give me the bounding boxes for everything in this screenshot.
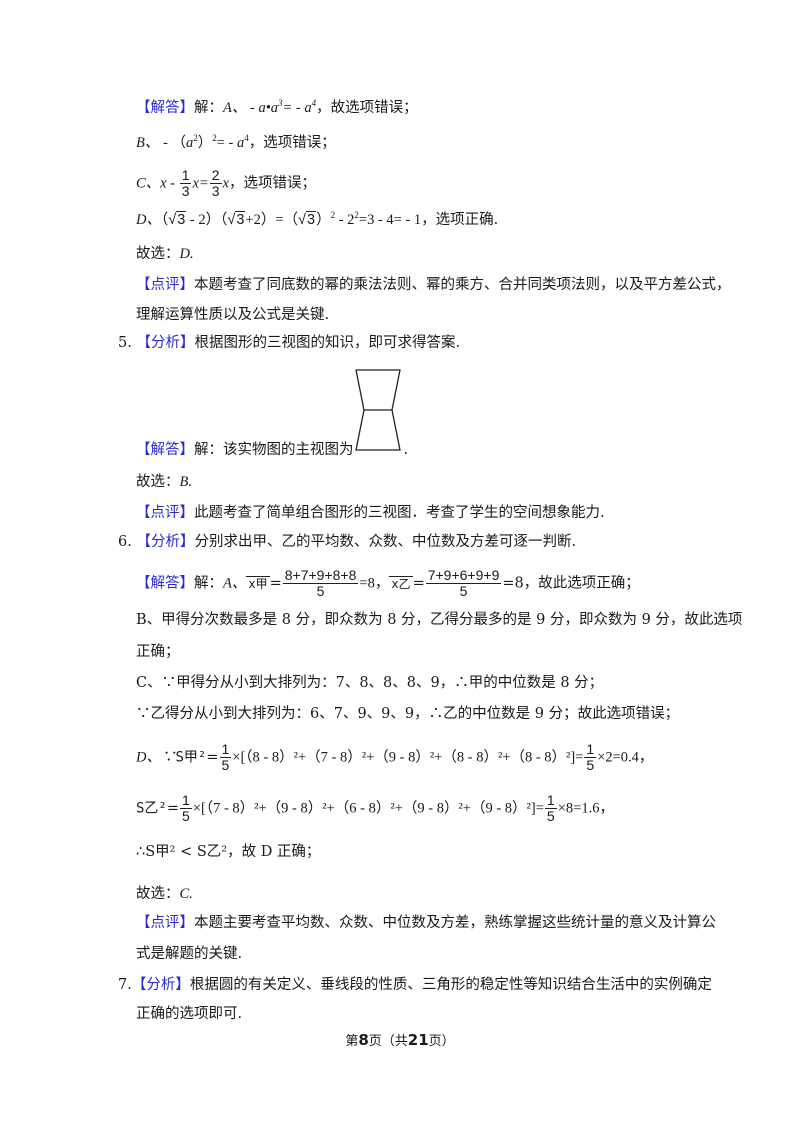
variance-yi-symbol: S乙² — [136, 800, 167, 817]
q6-comment-line1: 【点评】本题主要考查平均数、众数、中位数及方差，熟练掌握这些统计量的意义及计算公 — [136, 915, 716, 931]
q6-answer-line-c1: C、∵甲得分从小到大排列为：7、8、8、8、9，∴甲的中位数是 8 分； — [136, 675, 604, 691]
q6-conclusion: ∴S甲² < S乙²，故 D 正确； — [136, 844, 321, 860]
q4-comment-line1: 【点评】本题考查了同底数的幂的乘法法则、幂的乘方、合并同类项法则，以及平方差公式… — [136, 277, 731, 293]
q6-answer-line-b2: 正确； — [136, 644, 180, 660]
q7-analysis-line1: 7.【分析】根据圆的有关定义、垂线段的性质、三角形的稳定性等知识结合生活中的实例… — [118, 977, 712, 993]
question-number: 7. — [118, 977, 132, 993]
comment-label: 【点评】 — [136, 277, 194, 293]
q5-analysis: 5. 【分析】根据图形的三视图的知识，即可求得答案. — [118, 335, 461, 351]
analysis-label: 【分析】 — [136, 335, 195, 351]
page-footer: 第8页（共21页） — [345, 1031, 455, 1049]
total-pages: 21 — [407, 1031, 429, 1049]
q6-choice: 故选：C. — [136, 886, 193, 902]
analysis-label: 【分析】 — [136, 534, 195, 550]
q4-answer-line-a: 【解答】解：A、 - a•a3= - a4，故选项错误； — [136, 98, 418, 117]
q5-answer: 【解答】解：该实物图的主视图为. — [136, 442, 409, 458]
mean-yi-symbol: x乙 — [389, 576, 413, 591]
math-expression: - （a2）2= - a4 — [159, 133, 249, 152]
q6-answer-line-b1: B、甲得分次数最多是 8 分，即众数为 8 分，乙得分最多的是 9 分，即众数为… — [136, 612, 743, 628]
question-number: 6. — [118, 534, 132, 550]
q6-analysis: 6. 【分析】分别求出甲、乙的平均数、众数、中位数及方差可逐一判断. — [118, 534, 577, 550]
q6-comment-line2: 式是解题的关键. — [136, 946, 243, 962]
hourglass-front-view-icon — [355, 369, 401, 451]
comment-label: 【点评】 — [136, 915, 194, 931]
answer-label: 【解答】 — [136, 575, 194, 592]
comment-label: 【点评】 — [136, 505, 194, 521]
answer-label: 【解答】 — [136, 442, 194, 458]
answer-label: 【解答】 — [136, 100, 194, 116]
math-expression: （√3 - 2）（√3+2）=（√3）2 - 22=3 - 4= - 1 — [160, 210, 422, 228]
q4-choice: 故选：D. — [136, 246, 194, 262]
current-page: 8 — [358, 1031, 369, 1049]
q7-analysis-line2: 正确的选项即可. — [136, 1006, 243, 1022]
q4-answer-line-b: B、 - （a2）2= - a4，选项错误； — [136, 133, 336, 152]
mean-jia-symbol: x甲 — [246, 576, 270, 591]
q6-answer-line-c2: ∵乙得分从小到大排列为：6、7、9、9、9，∴乙的中位数是 9 分；故此选项错误… — [136, 706, 680, 722]
math-expression: - a•a3= - a4 — [246, 98, 317, 117]
q4-comment-line2: 理解运算性质以及公式是关键. — [136, 307, 330, 323]
variance-jia-symbol: S甲² — [175, 749, 207, 766]
q5-choice: 故选：B. — [136, 474, 192, 490]
q5-comment: 【点评】此题考查了简单组合图形的三视图．考查了学生的空间想象能力. — [136, 505, 605, 521]
analysis-label: 【分析】 — [131, 977, 190, 993]
question-number: 5. — [118, 335, 132, 351]
q4-answer-line-d: D、（√3 - 2）（√3+2）=（√3）2 - 22=3 - 4= - 1，选… — [136, 210, 499, 228]
